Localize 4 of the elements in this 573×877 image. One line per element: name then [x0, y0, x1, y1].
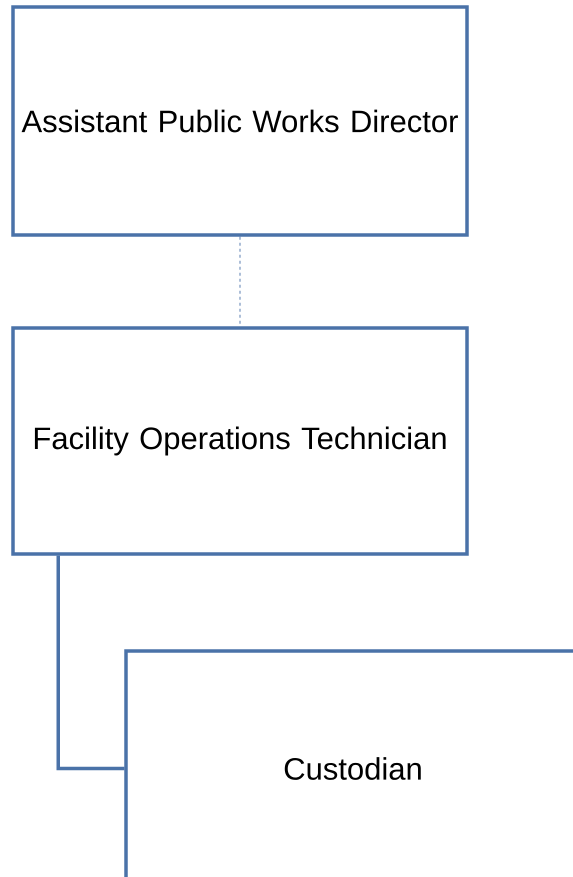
org-box: Custodian [124, 649, 573, 877]
org-box: Facility Operations Technician [11, 326, 469, 556]
org-box: Assistant Public Works Director [11, 5, 469, 237]
connector-line [56, 556, 124, 770]
